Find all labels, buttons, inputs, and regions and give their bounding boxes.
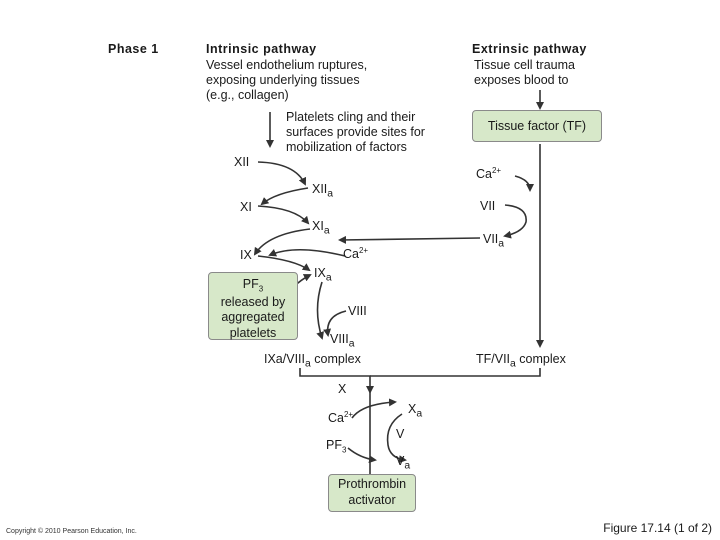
tissue-factor-box: Tissue factor (TF) (472, 110, 602, 142)
factor-ixa: IXa (314, 266, 332, 284)
arrow-tfcomplex-down (370, 368, 541, 377)
factor-v: V (396, 427, 405, 441)
platelets-description: Platelets cling and their surfaces provi… (286, 110, 425, 154)
intrinsic-description: Vessel endothelium ruptures, exposing un… (206, 58, 368, 102)
pf3-x: PF3 (326, 438, 347, 455)
arrow-ca-to-ix (268, 248, 346, 257)
arrow-xi-to-xia (257, 205, 310, 225)
tf-vii-complex: TF/VIIa complex (476, 352, 566, 370)
factor-x: X (338, 382, 347, 396)
intrinsic-title: Intrinsic pathway (206, 42, 317, 56)
arrow-xia-to-ix (253, 228, 311, 256)
factor-xa: Xa (408, 402, 423, 420)
arrow-viii-to-viiia (323, 310, 347, 337)
factor-xi: XI (240, 200, 252, 214)
calcium-vii: Ca2+ (476, 166, 502, 182)
calcium-x: Ca2+ (328, 410, 354, 426)
factor-xiia: XIIa (312, 182, 334, 200)
prothrombin-activator-box: Prothrombin activator (328, 474, 416, 512)
factor-viiia: VIIIa (330, 332, 355, 350)
factor-viii: VIII (348, 304, 367, 318)
arrow-viia-to-xia (338, 235, 481, 244)
factor-vii: VII (480, 199, 496, 213)
calcium-ix: Ca2+ (343, 246, 369, 262)
arrow-ca-to-vii (514, 175, 534, 192)
arrow-ca-to-x (351, 398, 397, 419)
phase-label: Phase 1 (108, 42, 159, 56)
arrow-xiia-to-xi (260, 187, 309, 206)
arrow-ix-to-ixa (257, 255, 311, 272)
arrow-xa-to-va (386, 413, 407, 464)
ix-viii-complex: IXa/VIIIa complex (264, 352, 361, 370)
factor-ix: IX (240, 248, 252, 262)
arrow-vii-to-viia (503, 204, 527, 239)
factor-xia: XIa (312, 219, 330, 237)
pf3-box: PF3 released by aggregated platelets (208, 272, 298, 340)
extrinsic-title: Extrinsic pathway (472, 42, 587, 56)
figure-label: Figure 17.14 (1 of 2) (603, 521, 712, 535)
arrow-xii-to-xiia (257, 161, 307, 186)
arrow-ixa-to-complex (316, 281, 324, 340)
factor-xii: XII (234, 155, 250, 169)
arrow-ixcomplex-down (299, 368, 374, 394)
factor-viia: VIIa (483, 232, 505, 250)
extrinsic-description: Tissue cell trauma exposes blood to (474, 58, 575, 87)
arrow-pf3-to-va (347, 447, 377, 464)
factor-va: Va (396, 454, 411, 472)
copyright: Copyright © 2010 Pearson Education, Inc. (6, 528, 137, 535)
